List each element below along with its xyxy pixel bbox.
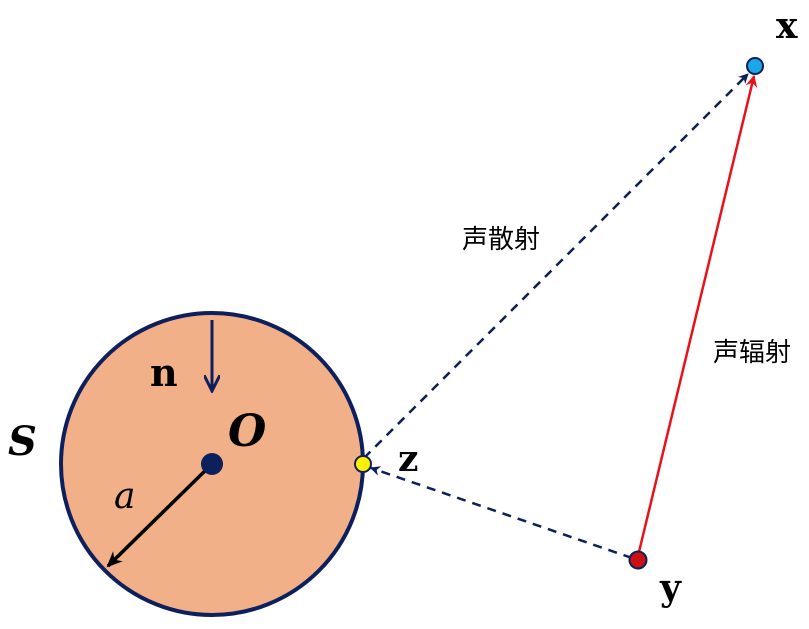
radiation-label: 声辐射 <box>713 338 791 368</box>
scattering-path-arrow <box>363 73 749 459</box>
center-point-icon <box>201 453 223 475</box>
center-label: O <box>228 406 266 457</box>
scatter-point-icon <box>354 455 372 473</box>
scattering-label: 声散射 <box>462 225 540 255</box>
radius-arrow <box>106 462 214 568</box>
radiation-path-arrow <box>636 75 758 557</box>
receiver-label: x <box>776 5 798 47</box>
surface-label: S <box>8 418 37 465</box>
radius-label: a <box>114 476 135 517</box>
source-label: y <box>659 567 682 609</box>
incident-path-arrow <box>370 466 633 560</box>
scatter-point-label: z <box>398 438 418 480</box>
receiver-point-icon <box>746 57 764 75</box>
source-point-icon <box>628 550 648 570</box>
normal-label: n <box>150 350 178 395</box>
